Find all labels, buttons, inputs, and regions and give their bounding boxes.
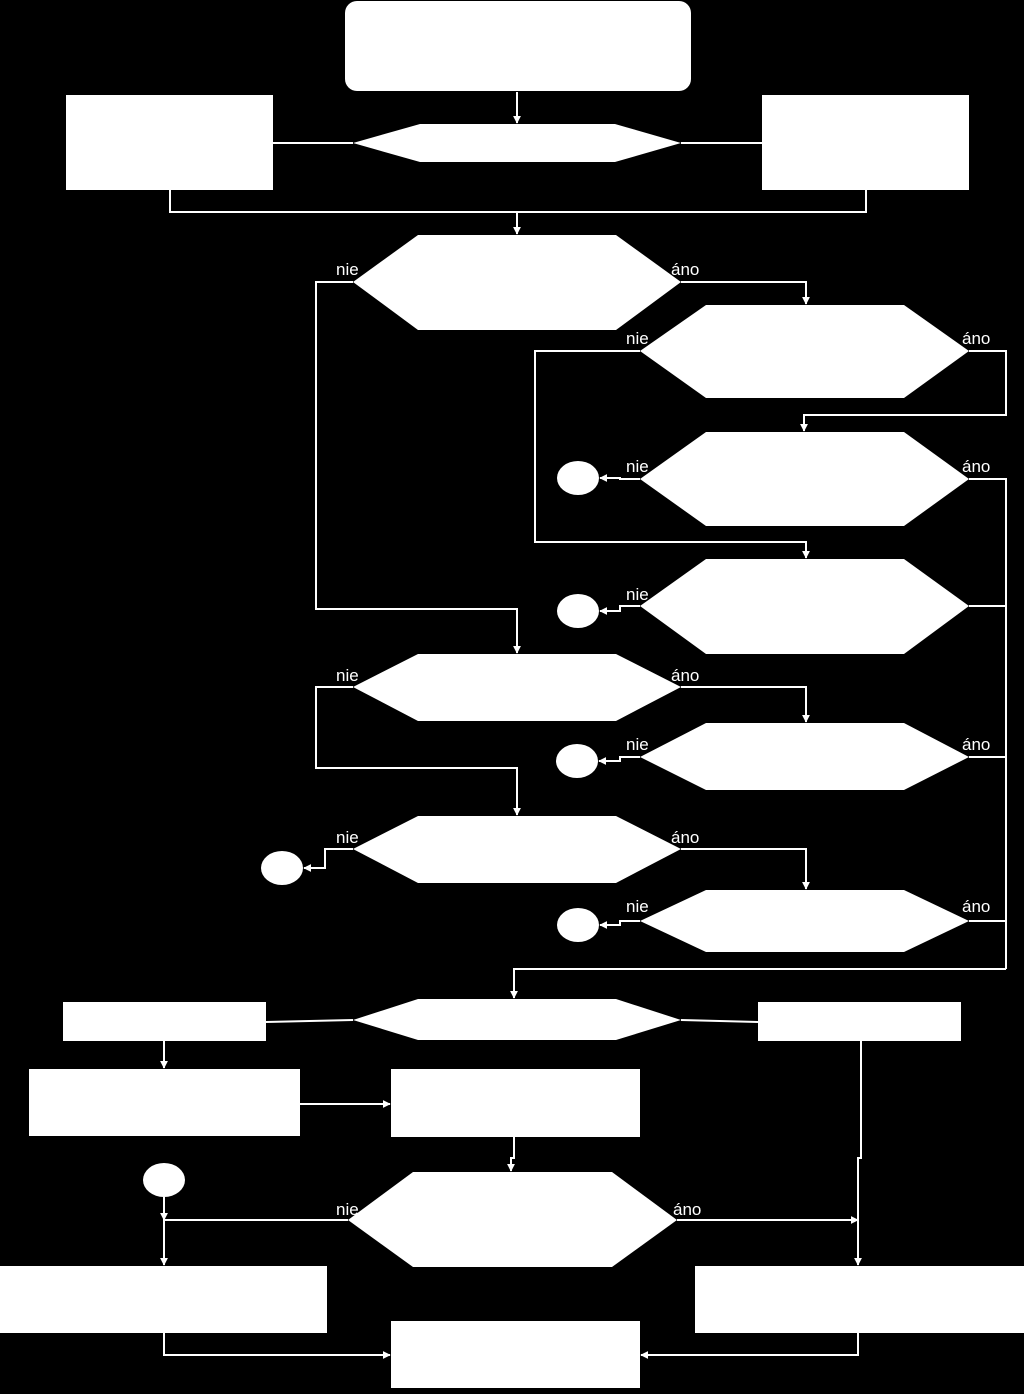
label-no-1c: nie [626, 585, 649, 604]
decision-2 [353, 654, 681, 721]
decision-final [348, 1172, 677, 1267]
label-no-2a: nie [626, 735, 649, 754]
decision-2a [640, 723, 969, 790]
process-box-merge-left [63, 1002, 266, 1041]
end-box [391, 1321, 640, 1388]
arrow-merge [510, 968, 1006, 999]
decision-3a [640, 890, 969, 952]
arrow-3a-no [599, 920, 640, 929]
label-no-final: nie [336, 1200, 359, 1219]
connector-line [169, 190, 867, 213]
process-box-merge-right [758, 1002, 961, 1041]
arrow-3-yes [681, 848, 810, 890]
process-box-bottom-right [695, 1266, 1024, 1333]
process-box-top-right [762, 95, 969, 190]
process-box-bottom-left [0, 1266, 327, 1333]
arrow-1b-no [599, 474, 640, 482]
label-yes-1: áno [671, 260, 700, 279]
start-terminal [345, 1, 691, 91]
arrow-bottom-right-to-end [640, 1333, 859, 1359]
connector-line [680, 1019, 759, 1023]
arrow-1a-yes [800, 350, 1007, 432]
arrow-center-to-final [507, 1137, 515, 1172]
arrow-bottom-left-to-end [163, 1333, 391, 1359]
arrow-1-yes [681, 281, 810, 305]
label-no-1b: nie [626, 457, 649, 476]
connector-line [969, 478, 1007, 969]
label-yes-1b: áno [962, 457, 991, 476]
connector-1b [557, 461, 599, 495]
label-no-1a: nie [626, 329, 649, 348]
label-yes-3a: áno [962, 897, 991, 916]
process-box-left-lower [29, 1069, 300, 1136]
connector-1c [557, 594, 599, 628]
decision-3 [353, 816, 681, 883]
connector-3 [261, 851, 303, 885]
label-no-3: nie [336, 828, 359, 847]
label-no-1: nie [336, 260, 359, 279]
arrow-final-no [160, 1219, 348, 1266]
process-box-top-left [66, 95, 273, 190]
decision-1 [353, 235, 681, 330]
arrow-1c-no [599, 605, 640, 615]
arrow-1a-no [534, 350, 810, 559]
connector-3a [557, 908, 599, 942]
label-yes-3: áno [671, 828, 700, 847]
arrow-right-down [854, 1041, 862, 1266]
label-no-2: nie [336, 666, 359, 685]
decision-merge [353, 999, 681, 1040]
arrow-2a-no [598, 756, 640, 765]
label-yes-2a: áno [962, 735, 991, 754]
label-yes-2: áno [671, 666, 700, 685]
arrow-2-no [315, 686, 521, 816]
label-yes-1a: áno [962, 329, 991, 348]
decision-1b [640, 432, 969, 526]
label-yes-final: áno [673, 1200, 702, 1219]
decision-1a [640, 305, 969, 398]
decision-1c [640, 559, 969, 654]
label-no-3a: nie [626, 897, 649, 916]
arrow-1-no [315, 281, 521, 654]
arrow-2-yes [681, 686, 810, 723]
decision-top [353, 124, 681, 162]
connector-final [143, 1163, 185, 1197]
connector-2a [556, 744, 598, 778]
process-box-center-lower [391, 1069, 640, 1137]
arrow-3-no [303, 848, 353, 872]
connector-line [265, 1019, 354, 1023]
